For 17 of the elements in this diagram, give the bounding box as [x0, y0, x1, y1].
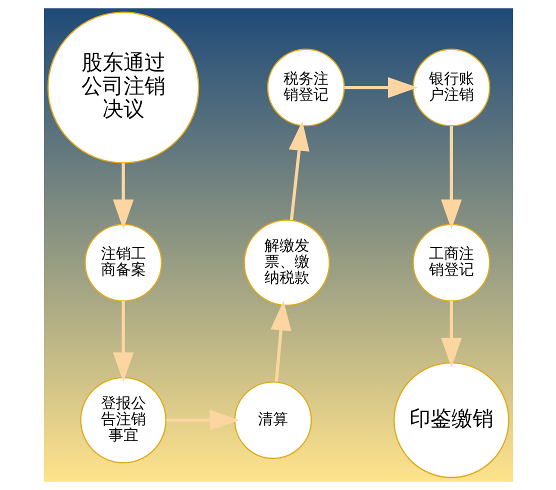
arrow — [440, 126, 462, 230]
arrow — [112, 163, 134, 230]
node-circle: 股东通过公司注销决议 — [46, 12, 199, 164]
arrow — [344, 77, 418, 98]
arrow — [440, 301, 462, 368]
arrow — [112, 301, 134, 382]
arrow — [270, 300, 291, 382]
node-circle: 税务注销登记 — [266, 48, 344, 126]
node-circle: 清算 — [234, 381, 312, 460]
node-circle: 印鉴缴销 — [392, 362, 509, 478]
arrow — [288, 120, 309, 220]
node-circle: 工商注销登记 — [412, 224, 490, 302]
node-circle: 登报公告注销事宜 — [80, 376, 166, 464]
arrow — [166, 410, 239, 431]
node-circle: 注销工商备案 — [84, 224, 162, 302]
node-circle: 解缴发票、缴纳税款 — [243, 220, 330, 306]
node-circle: 银行账户注销 — [412, 48, 490, 126]
